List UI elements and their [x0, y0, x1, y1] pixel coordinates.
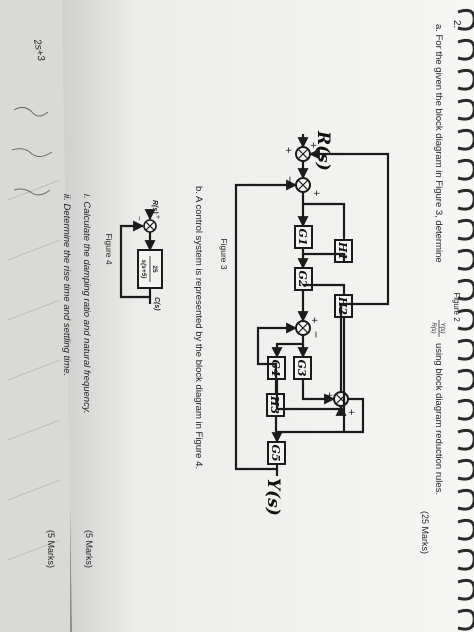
summing-junction-2: [295, 177, 311, 193]
spiral-ring: [457, 248, 474, 271]
fig4-sign-plus: +: [154, 215, 161, 219]
figure-3-caption: Figure 3: [219, 238, 229, 269]
fig4-input-label: R(s): [151, 200, 158, 214]
spiral-ring: [457, 218, 474, 241]
spiral-ring: [457, 338, 474, 361]
fig4-plant-numerator: 25: [151, 265, 158, 273]
summing-junction-4: [333, 391, 349, 407]
spiral-binding: [457, 8, 474, 631]
part-b-intro: b. A control system is represented by th…: [193, 186, 204, 469]
spiral-ring: [457, 368, 474, 391]
tf-numerator: Y(s): [439, 323, 445, 334]
spiral-ring: [457, 428, 474, 451]
question-number: 2.: [451, 20, 462, 28]
sign-plus: +: [323, 392, 335, 398]
part-a-suffix: using block diagram reduction rules.: [433, 343, 444, 495]
page-content: 2. Figure 2 a. For the given the block d…: [46, 20, 462, 568]
fig4-sign-minus: −: [135, 216, 144, 221]
spiral-ring: [457, 518, 474, 541]
block-h1-label: H1: [336, 241, 349, 260]
spiral-ring: [457, 308, 474, 331]
spiral-ring: [457, 98, 474, 121]
q2-marks: (5 Marks): [46, 530, 56, 568]
part-a-text: a. For the given the block diagram in Fi…: [433, 24, 444, 263]
sign-plus: +: [345, 409, 357, 415]
spiral-ring: [457, 548, 474, 571]
sign-plus: +: [307, 142, 319, 148]
fig4-plant-denominator: s(s+5): [140, 260, 147, 279]
block-g3-label: G3: [295, 359, 308, 376]
spiral-ring: [457, 158, 474, 181]
block-h3-label: H3: [268, 395, 281, 414]
paper-sheet: [62, 0, 474, 632]
spiral-ring: [457, 128, 474, 151]
fig4-output-label: C(s): [153, 297, 160, 311]
spiral-ring: [457, 38, 474, 61]
q1-marks: (5 Marks): [84, 530, 94, 568]
handwritten-note: 2s+3: [31, 37, 47, 62]
part-b-question-1: i. Calculate the damping ratio and natur…: [81, 194, 92, 414]
spiral-ring: [457, 578, 474, 601]
spiral-ring: [457, 188, 474, 211]
part-a-marks: (25 Marks): [420, 511, 430, 554]
spiral-ring: [457, 278, 474, 301]
summing-junction-1: [295, 146, 311, 162]
block-h2-label: H2: [336, 296, 349, 315]
fig3-output-label: Y(s): [263, 478, 283, 516]
sign-minus: −: [309, 331, 323, 338]
block-g2-label: G2: [296, 270, 309, 287]
fig3-input-label: R(s): [313, 130, 333, 171]
block-g5-label: G5: [269, 444, 282, 461]
spiral-ring: [457, 398, 474, 421]
tf-denominator: R(s): [430, 322, 436, 333]
notebook-background: 2s+3: [0, 0, 70, 632]
summing-junction-3: [295, 320, 311, 336]
figure-4-diagram: R(s) + − 25 s(s+5) C(s): [119, 200, 163, 311]
sign-minus: −: [283, 176, 297, 183]
svg-text:2s+3: 2s+3: [31, 37, 47, 62]
spiral-ring: [457, 488, 474, 511]
block-g1-label: G1: [296, 228, 309, 245]
spiral-ring: [457, 8, 474, 31]
spiral-ring: [457, 608, 474, 631]
spiral-ring: [457, 68, 474, 91]
figure-4-caption: Figure 4: [104, 233, 114, 264]
sign-plus: +: [308, 317, 320, 323]
sign-plus: +: [310, 190, 322, 196]
sign-plus: +: [282, 147, 294, 153]
spiral-ring: [457, 458, 474, 481]
figure-3-diagram: R(s) Y(s) + + + − +: [234, 130, 390, 516]
figure-2-caption: Figure 2: [452, 292, 461, 322]
part-b-question-2: ii. Determine the rise time and settling…: [61, 194, 72, 376]
